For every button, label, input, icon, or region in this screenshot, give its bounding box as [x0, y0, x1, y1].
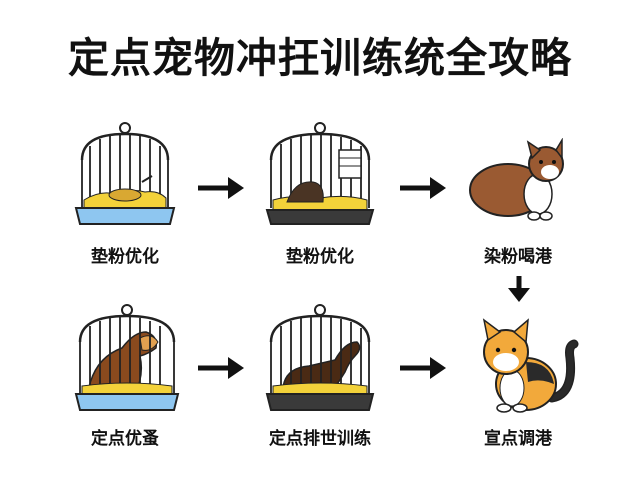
cage-dachshund-illustration — [265, 304, 375, 411]
step-5-label: 定点排世训练 — [269, 429, 371, 449]
page-title: 定点宠物冲抂训练统全攻略 — [68, 34, 572, 82]
step-2-label: 垫粉优化 — [286, 247, 354, 267]
right-arrow-icon — [198, 357, 244, 379]
cage-dog-illustration — [74, 304, 180, 411]
down-arrow-icon — [508, 276, 530, 302]
right-arrow-icon — [400, 357, 446, 379]
orange-calico-cat-illustration — [482, 318, 579, 413]
step-3-label: 染粉喝港 — [484, 247, 552, 267]
right-arrow-icon — [400, 177, 446, 199]
step-4-label: 定点优蚤 — [91, 429, 159, 449]
right-arrow-icon — [198, 177, 244, 199]
cage-hedgehog-illustration — [265, 122, 375, 225]
cage-sleeping-pet-illustration — [74, 122, 176, 225]
brown-white-cat-illustration — [469, 138, 564, 221]
step-1-label: 垫粉优化 — [91, 247, 159, 267]
step-6-label: 宣点调港 — [484, 429, 552, 449]
